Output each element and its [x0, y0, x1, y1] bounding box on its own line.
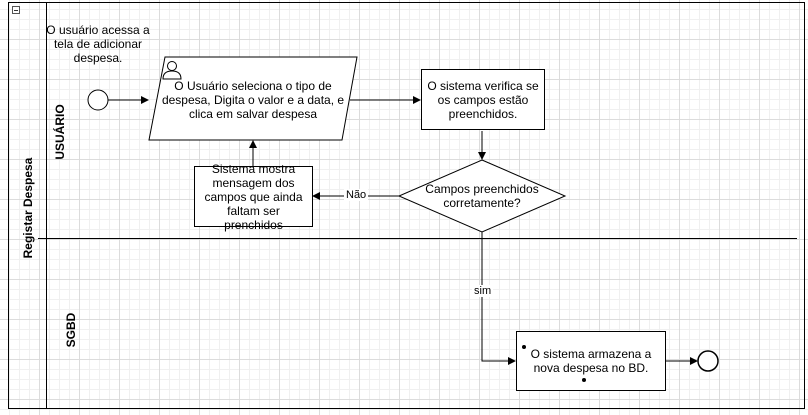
lane-divider [38, 238, 797, 239]
store-task[interactable]: O sistema armazena a nova despesa no BD. [516, 331, 666, 391]
bullet-dot-icon [582, 378, 586, 382]
user-task-shape[interactable] [148, 56, 358, 141]
bullet-dot-icon [522, 345, 526, 349]
edge-decision-yes[interactable] [481, 232, 516, 365]
store-task-label: O sistema armazena a nova despesa no BD. [530, 347, 652, 375]
verify-task[interactable]: O sistema verifica se os campos estão pr… [421, 69, 545, 130]
collapse-icon[interactable] [12, 6, 20, 14]
end-event[interactable] [697, 350, 719, 372]
user-icon [162, 61, 182, 80]
pool[interactable]: Registar Despesa [8, 2, 805, 409]
pool-header: Registar Despesa [9, 3, 47, 408]
edge-label-no: Não [344, 189, 369, 201]
decision-label: Campos preenchidos corretamente? [425, 182, 539, 210]
user-task-label: O Usuário seleciona o tipo de despesa, D… [161, 79, 345, 121]
start-annotation: O usuário acessa a tela de adicionar des… [46, 23, 150, 65]
message-task[interactable]: Sistema mostra mensagem dos campos que a… [194, 162, 313, 232]
edge-label-yes: sim [472, 285, 494, 297]
start-event[interactable] [87, 89, 109, 111]
